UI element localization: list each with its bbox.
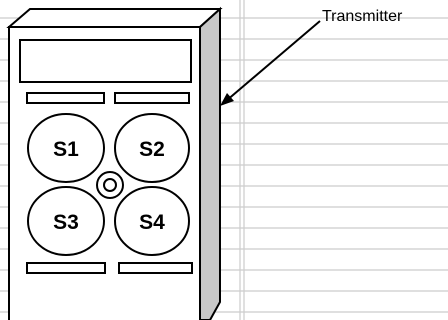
transmitter-callout: Transmitter	[220, 8, 403, 106]
indicator-bar-bottom-right	[118, 262, 193, 274]
button-s4[interactable]: S4	[114, 186, 190, 256]
button-s2[interactable]: S2	[114, 113, 190, 183]
indicator-bar-bottom-left	[26, 262, 106, 274]
indicator-bar-top-right	[114, 92, 190, 104]
callout-label: Transmitter	[322, 8, 403, 25]
transmitter-side-face	[199, 6, 221, 320]
callout-arrowhead-icon	[220, 93, 234, 106]
button-s3-label: S3	[53, 211, 79, 234]
button-s1-label: S1	[53, 138, 79, 161]
button-s2-label: S2	[139, 138, 165, 161]
indicator-bar-top-left	[26, 92, 105, 104]
button-s1[interactable]: S1	[27, 113, 105, 183]
transmitter-top-face	[6, 8, 223, 28]
vertical-gridlines	[239, 0, 245, 320]
display-screen	[19, 39, 192, 83]
button-s3[interactable]: S3	[27, 186, 105, 256]
callout-leader-line	[225, 20, 321, 102]
center-indicator-icon	[96, 171, 124, 199]
button-s4-label: S4	[139, 211, 165, 234]
